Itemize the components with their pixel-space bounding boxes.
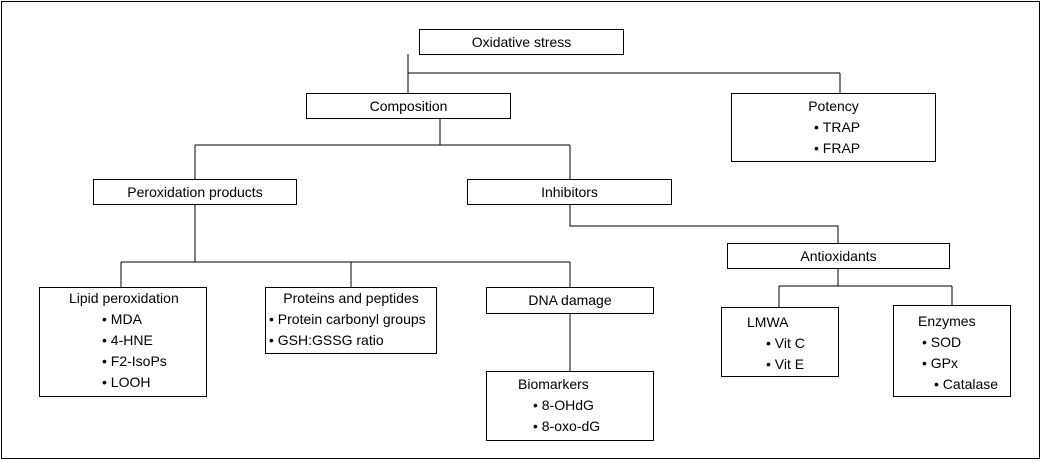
connector-inhibitors: [569, 204, 839, 243]
node-lipid-peroxidation: Lipid peroxidation MDA 4-HNE F2-IsoPs LO…: [39, 287, 207, 397]
node-title: Enzymes: [918, 313, 976, 329]
node-title: Proteins and peptides: [283, 290, 419, 306]
node-title: Oxidative stress: [471, 33, 572, 50]
list-item: 8-oxo-dG: [533, 416, 653, 437]
list-item: Vit C: [766, 333, 838, 354]
list-item: MDA: [102, 309, 206, 330]
connector-composition: [194, 118, 571, 179]
node-title: Potency: [808, 98, 859, 114]
list-item: TRAP: [814, 117, 935, 138]
node-oxidative-stress: Oxidative stress: [419, 29, 624, 55]
list-item: LOOH: [102, 372, 206, 393]
node-dna-damage: DNA damage: [486, 287, 654, 314]
connector-antioxidants: [778, 268, 953, 307]
node-proteins-peptides: Proteins and peptides Protein carbonyl g…: [265, 287, 437, 354]
list-item: F2-IsoPs: [102, 351, 206, 372]
list-item: 4-HNE: [102, 330, 206, 351]
node-title: Inhibitors: [541, 183, 598, 200]
node-inhibitors: Inhibitors: [467, 179, 672, 205]
connector-oxidative-stress: [407, 54, 841, 93]
node-antioxidants: Antioxidants: [727, 243, 950, 269]
list-item: Vit E: [766, 354, 838, 375]
node-title: Peroxidation products: [127, 183, 263, 200]
node-potency: Potency TRAP FRAP: [731, 93, 936, 162]
node-title: DNA damage: [528, 292, 612, 308]
list-item: FRAP: [814, 138, 935, 159]
node-composition: Composition: [306, 93, 511, 119]
node-biomarkers: Biomarkers 8-OHdG 8-oxo-dG: [486, 371, 654, 441]
list-item: Catalase: [934, 374, 1010, 395]
node-title: Antioxidants: [800, 247, 877, 264]
node-title: Biomarkers: [518, 376, 589, 392]
list-item: GSH:GSSG ratio: [269, 330, 436, 351]
list-item: 8-OHdG: [533, 395, 653, 416]
node-title: Lipid peroxidation: [69, 290, 179, 306]
node-title: LMWA: [747, 314, 789, 330]
node-lmwa: LMWA Vit C Vit E: [721, 307, 839, 377]
node-peroxidation-products: Peroxidation products: [93, 179, 297, 205]
connector-peroxidation: [120, 204, 571, 287]
list-item: SOD: [922, 332, 1010, 353]
list-item: GPx: [922, 353, 1010, 374]
node-enzymes: Enzymes SOD GPx Catalase: [893, 305, 1011, 397]
list-item: Protein carbonyl groups: [269, 309, 436, 330]
node-title: Composition: [369, 97, 448, 114]
